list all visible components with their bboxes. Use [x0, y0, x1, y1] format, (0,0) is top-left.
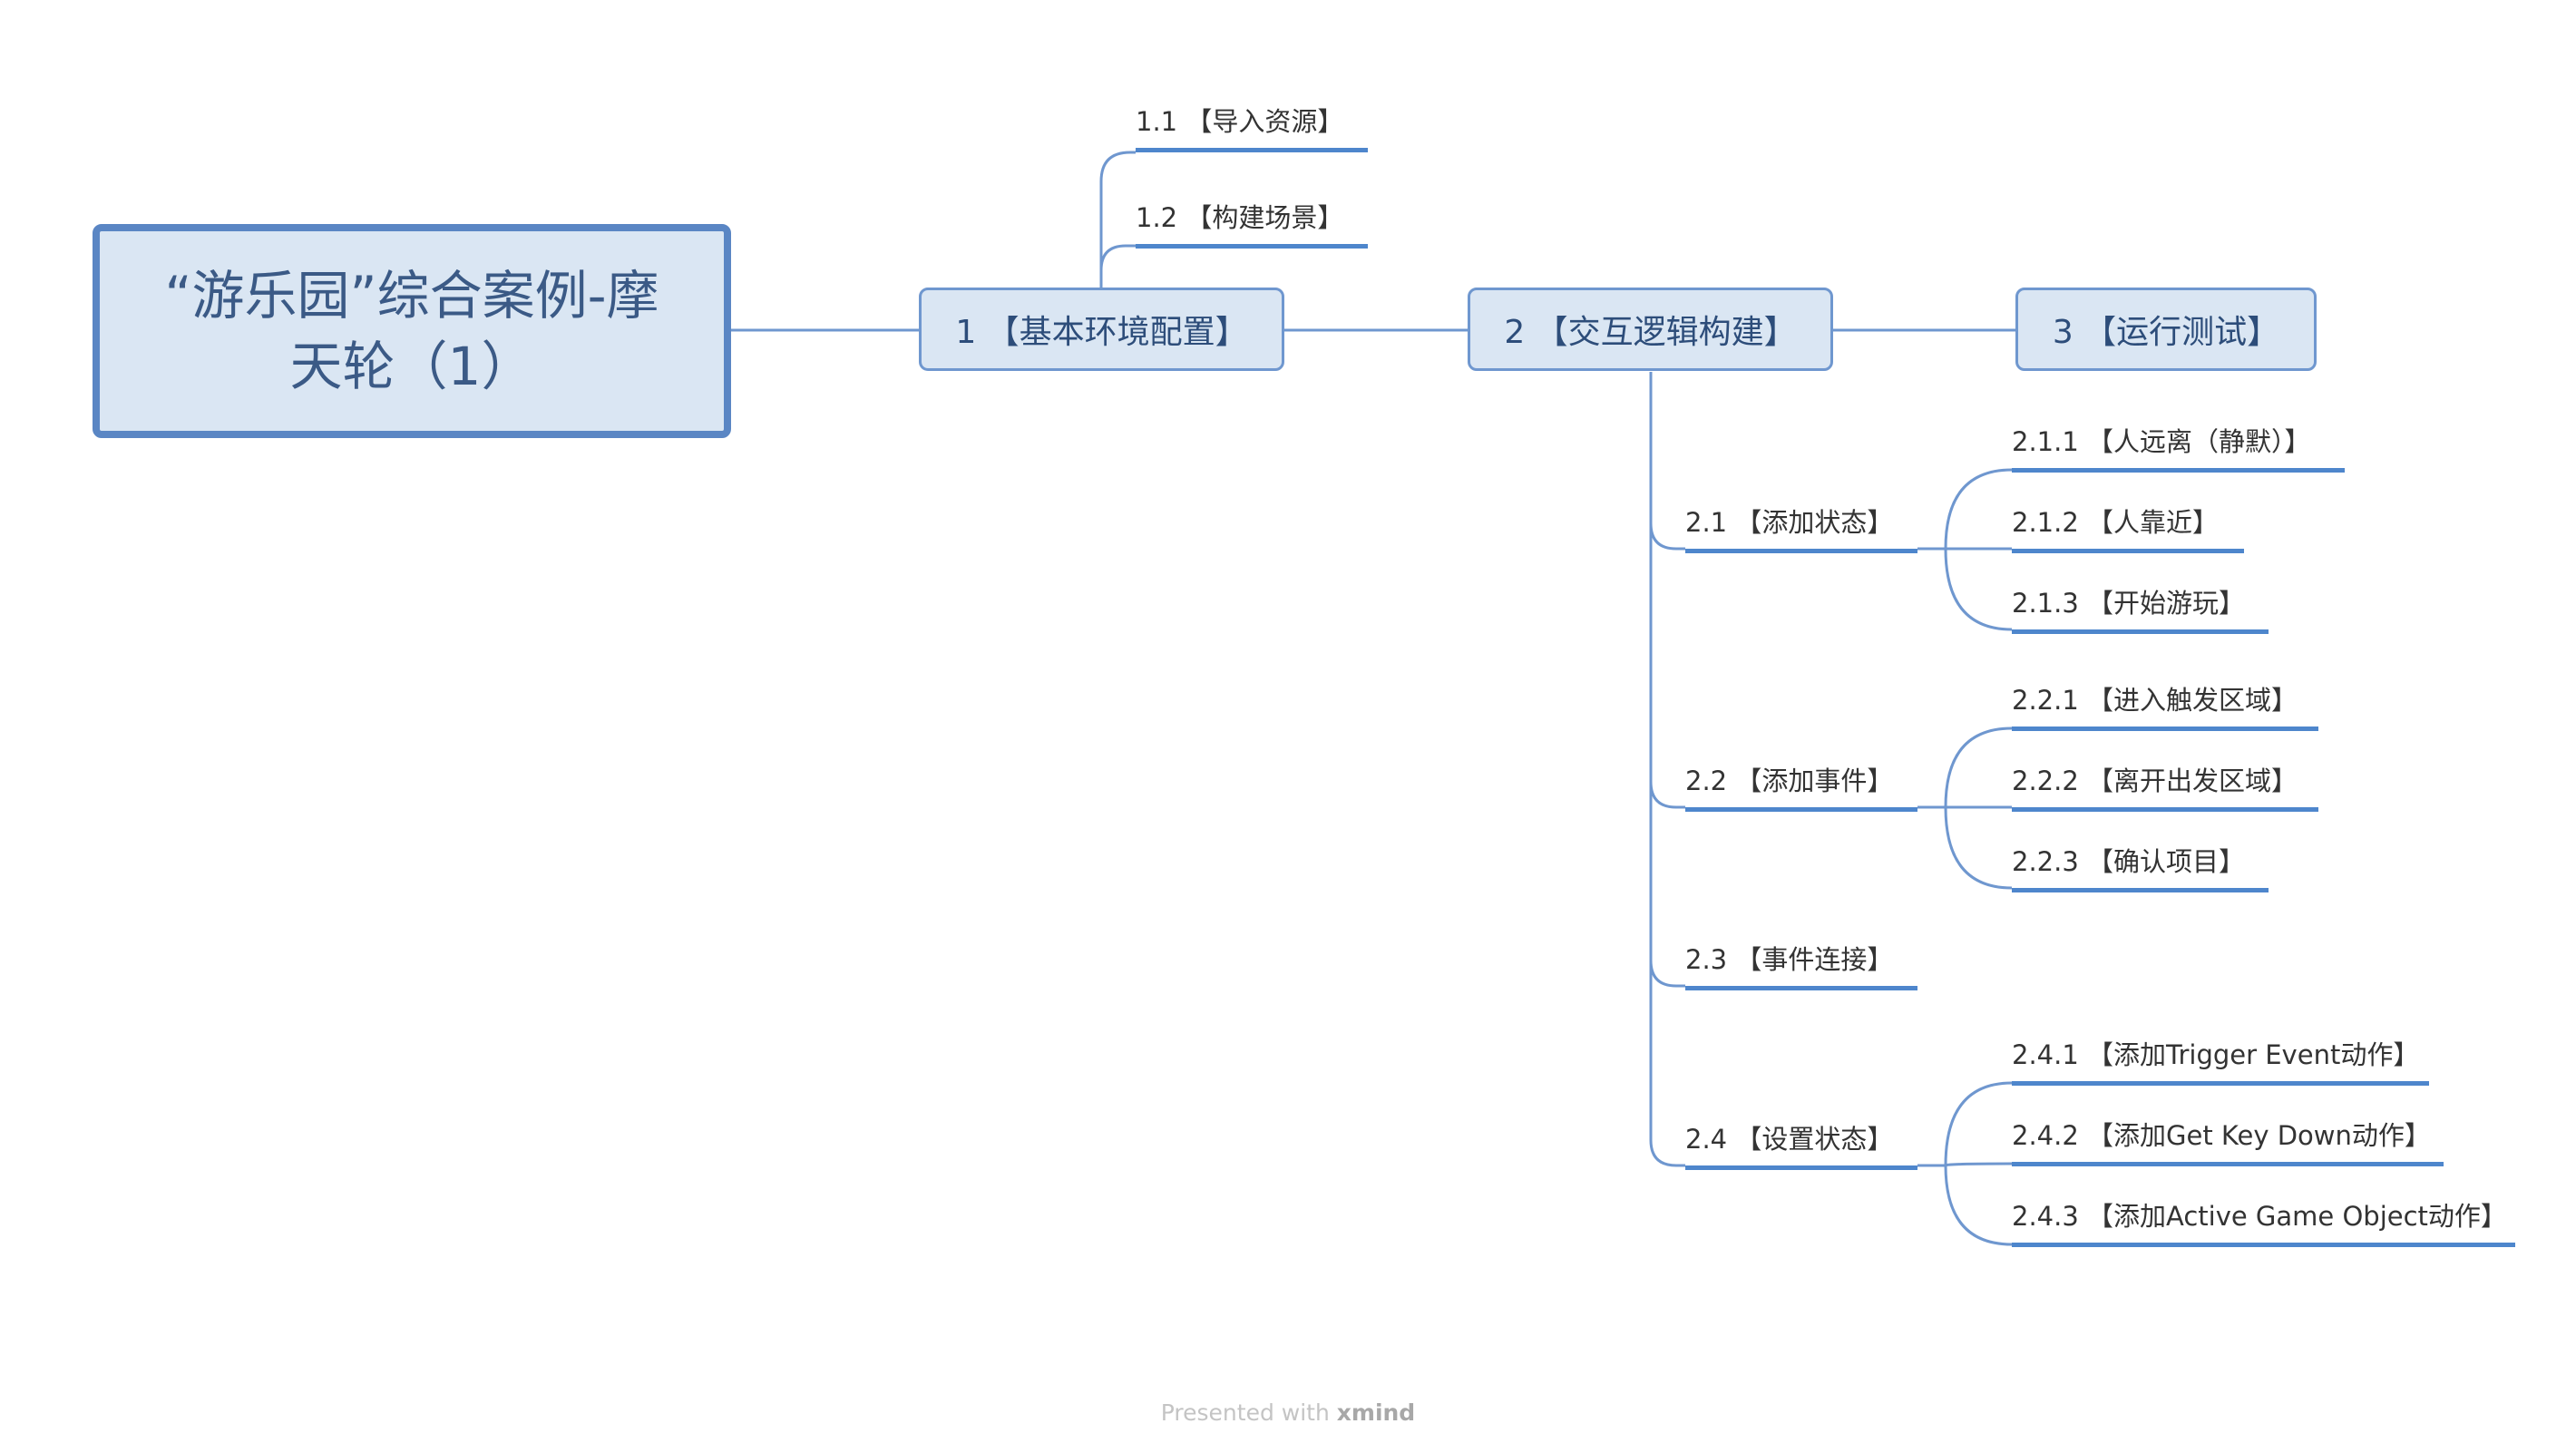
root-topic-label: “游乐园”综合案例-摩天轮（1） [164, 265, 659, 397]
subtopic-enter-trigger-area[interactable]: 2.2.1 【进入触发区域】 [2012, 677, 2318, 731]
subtopic-add-trigger-event[interactable]: 2.4.1 【添加Trigger Event动作】 [2012, 1031, 2429, 1086]
subtopic-add-get-key-down[interactable]: 2.4.2 【添加Get Key Down动作】 [2012, 1112, 2444, 1166]
connector-2-to-n-2-4 [1649, 372, 1685, 1167]
topic-run-test[interactable]: 3 【运行测试】 [2015, 288, 2317, 371]
subtopic-event-connection[interactable]: 2.3 【事件连接】 [1685, 936, 1917, 990]
connector-2-to-n-2-3 [1649, 372, 1685, 988]
topic-interaction-logic[interactable]: 2 【交互逻辑构建】 [1468, 288, 1833, 371]
subtopic-person-away[interactable]: 2.1.1 【人远离（静默）】 [2012, 418, 2345, 473]
connector-1-to-1-2 [1099, 244, 1136, 288]
subtopic-add-events[interactable]: 2.2 【添加事件】 [1685, 757, 1917, 812]
subtopic-import-resources[interactable]: 1.1 【导入资源】 [1136, 98, 1368, 152]
connector-2-4-to-child-1 [1917, 1081, 2013, 1167]
connector-2-2-to-child-3 [1917, 805, 2013, 890]
connector-1-to-1-1 [1099, 151, 1136, 288]
subtopic-start-play[interactable]: 2.1.3 【开始游玩】 [2012, 580, 2269, 634]
connector-2-4-to-child-3 [1917, 1164, 2013, 1246]
subtopic-set-states[interactable]: 2.4 【设置状态】 [1685, 1116, 1917, 1170]
connector-2-1-to-child-3 [1917, 547, 2013, 631]
subtopic-build-scene[interactable]: 1.2 【构建场景】 [1136, 194, 1368, 249]
connector-2-2-to-child-1 [1917, 726, 2013, 809]
xmind-brand: xmind [1336, 1399, 1416, 1426]
connector-2-1-to-child-1 [1917, 468, 2013, 551]
footer-prefix: Presented with [1160, 1399, 1337, 1426]
presented-with-footer: Presented with xmind [0, 1399, 2576, 1426]
connector-2-to-n-2-2 [1649, 372, 1685, 809]
root-topic[interactable]: “游乐园”综合案例-摩天轮（1） [93, 224, 731, 438]
subtopic-leave-trigger-area[interactable]: 2.2.2 【离开出发区域】 [2012, 757, 2318, 812]
subtopic-person-near[interactable]: 2.1.2 【人靠近】 [2012, 499, 2244, 553]
topic-basic-environment[interactable]: 1 【基本环境配置】 [919, 288, 1284, 371]
subtopic-add-states[interactable]: 2.1 【添加状态】 [1685, 499, 1917, 553]
subtopic-confirm-item[interactable]: 2.2.3 【确认项目】 [2012, 838, 2269, 892]
connector-2-to-n-2-1 [1649, 372, 1685, 551]
subtopic-add-active-game-object[interactable]: 2.4.3 【添加Active Game Object动作】 [2012, 1193, 2515, 1247]
